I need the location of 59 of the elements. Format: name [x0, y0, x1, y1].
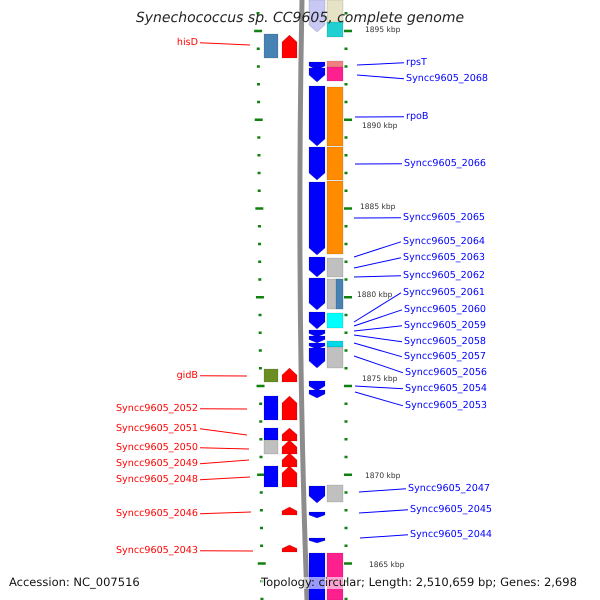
leader-line	[354, 309, 402, 326]
leader-line	[200, 375, 248, 376]
gene-label: Syncc9605_2048	[116, 475, 198, 485]
leader-line	[354, 334, 402, 342]
leader-line	[200, 447, 250, 450]
gene-label: Syncc9605_2059	[404, 321, 486, 331]
leader-line	[360, 534, 408, 538]
map-title: Synechococcus sp. CC9605, complete genome	[134, 11, 466, 25]
leader-line	[200, 460, 250, 464]
leader-line	[354, 342, 402, 358]
leader-line	[356, 62, 404, 66]
gene-label: Syncc9605_2045	[410, 505, 492, 515]
gene-label: Syncc9605_2058	[404, 337, 486, 347]
gene-label: Syncc9605_2049	[116, 459, 198, 469]
gene-label: Syncc9605_2044	[410, 530, 492, 540]
gene-label: Syncc9605_2052	[116, 404, 198, 414]
gene-label: Syncc9605_2043	[116, 546, 198, 556]
leader-line	[200, 42, 250, 46]
leader-line	[358, 488, 406, 492]
gene-label: Syncc9605_2065	[403, 213, 486, 223]
gene-label: Syncc9605_2053	[405, 401, 488, 411]
gene-label: Syncc9605_2060	[404, 305, 486, 315]
gene-label: Syncc9605_2054	[405, 384, 488, 394]
gene-label: Syncc9605_2066	[404, 159, 486, 169]
leader-line	[200, 428, 248, 436]
leader-line	[354, 325, 402, 332]
leader-line	[354, 275, 402, 278]
leader-line	[200, 408, 248, 410]
gene-label: Syncc9605_2047	[408, 484, 490, 494]
leader-line	[200, 550, 254, 552]
leader-line	[356, 74, 404, 80]
gene-label: hisD	[176, 38, 198, 48]
leader-line	[200, 476, 250, 480]
gene-label: Syncc9605_2056	[405, 368, 488, 378]
leader-line	[354, 392, 404, 406]
leader-line	[200, 512, 252, 514]
gene-label: Syncc9605_2062	[403, 271, 486, 281]
leader-line	[354, 257, 402, 268]
gene-label: rpoB	[406, 112, 428, 122]
leader-line	[354, 292, 402, 322]
leader-line	[354, 356, 404, 374]
gene-label: Syncc9605_2063	[403, 253, 486, 263]
gene-label: Syncc9605_2061	[403, 288, 486, 298]
info-text: Accession: NC_007516	[9, 577, 140, 588]
gene-label: Syncc9605_2068	[406, 74, 488, 84]
leader-line	[354, 386, 404, 390]
gene-label: Syncc9605_2057	[404, 352, 486, 362]
info-text: Topology: circular; Length: 2,510,659 bp; Genes: 2,698	[261, 577, 577, 588]
gene-label: Syncc9605_2046	[116, 509, 198, 519]
gene-label: Syncc9605_2064	[403, 237, 486, 247]
leader-line	[354, 116, 404, 118]
gene-label: gidB	[176, 371, 198, 381]
gene-label: Syncc9605_2050	[116, 443, 198, 453]
gene-label: Syncc9605_2051	[116, 424, 198, 434]
leader-line	[354, 163, 402, 164]
leader-line	[358, 509, 408, 514]
leader-line	[354, 217, 402, 218]
leader-line	[354, 241, 402, 258]
gene-label: rpsT	[406, 58, 427, 68]
